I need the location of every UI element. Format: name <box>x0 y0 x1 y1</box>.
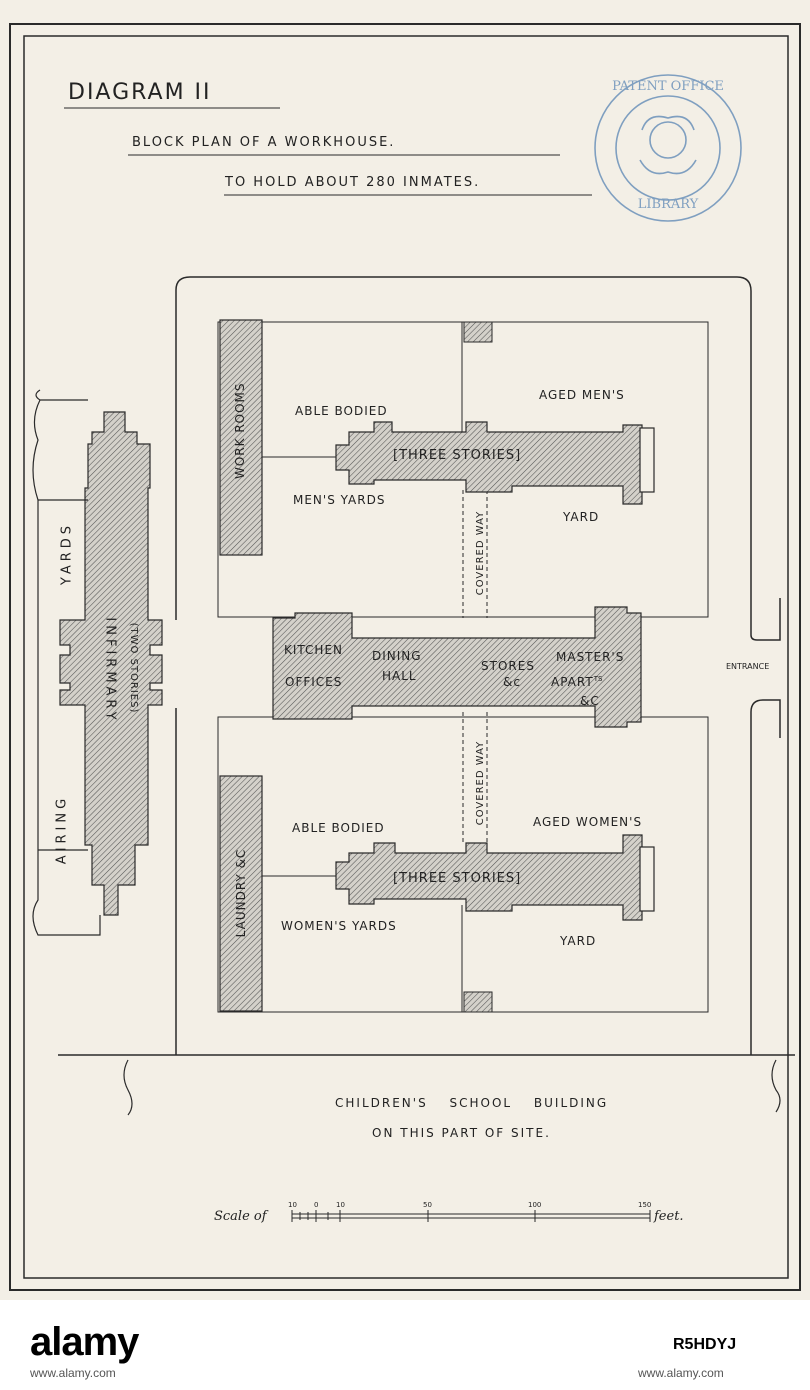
image-id: R5HDYJ <box>673 1336 737 1353</box>
site-edge-left <box>123 1059 133 1116</box>
scale-tick-50: 50 <box>423 1201 432 1209</box>
scale-bar <box>291 1210 651 1222</box>
hall-label: HALL <box>382 669 417 683</box>
two-stories-label: (TWO STORIES) <box>128 622 139 714</box>
inner-border <box>23 35 789 1279</box>
central-block <box>272 606 642 728</box>
offices-label: OFFICES <box>285 675 343 689</box>
work-rooms-block <box>219 319 263 556</box>
covered-way-bottom-label: COVERED WAY <box>475 740 486 826</box>
infirmary-label: INFIRMARY <box>102 617 118 724</box>
watermark-footer <box>0 1300 810 1390</box>
outer-border <box>9 23 801 1291</box>
mens-outbuilding <box>463 321 493 343</box>
entrance-label: ENTRANCE <box>726 662 770 671</box>
stamp-bottom-text: LIBRARY <box>638 197 699 212</box>
kitchen-label: KITCHEN <box>284 643 343 657</box>
mens-yards-label: MEN'S YARDS <box>293 493 386 507</box>
womens-yard-enclosure <box>217 716 709 1013</box>
boundary-wall <box>175 276 781 641</box>
footer-url-right: www.alamy.com <box>638 1366 724 1380</box>
laundry-block <box>219 775 263 1012</box>
block-plan-drawing: PATENT OFFICE LIBRARY <box>9 23 801 1291</box>
masters-label: MASTER'S <box>556 650 625 664</box>
womens-yards-label: WOMEN'S YARDS <box>281 919 397 933</box>
covered-way-top-label: COVERED WAY <box>475 510 486 596</box>
aged-womens-label: AGED WOMEN'S <box>533 815 643 829</box>
work-rooms-label: WORK ROOMS <box>233 382 247 479</box>
diagram-title: DIAGRAM II <box>68 80 212 105</box>
mens-wing-porch <box>639 427 655 493</box>
womens-outbuilding <box>463 991 493 1013</box>
three-stories-men-label: [THREE STORIES] <box>393 448 522 463</box>
infirmary-block <box>59 411 163 916</box>
footer-url-left: www.alamy.com <box>30 1366 116 1380</box>
stores-label: STORES <box>481 659 535 673</box>
childrens-school-line1: CHILDREN'S SCHOOL BUILDING <box>335 1096 609 1110</box>
womens-wing-porch <box>639 846 655 912</box>
scale-tick-100: 100 <box>528 1201 542 1209</box>
childrens-school-line2: ON THIS PART OF SITE. <box>372 1126 551 1140</box>
laundry-label: LAUNDRY &C <box>234 848 248 938</box>
scale-tick-10: 10 <box>336 1201 345 1209</box>
yards-left-label: YARDS <box>59 521 75 586</box>
aparts-label: APARTTS <box>551 675 603 689</box>
able-bodied-men-label: ABLE BODIED <box>295 404 388 418</box>
mens-wing <box>335 421 643 505</box>
stamp-top-text: PATENT OFFICE <box>612 79 724 94</box>
diagram-plate: PATENT OFFICE LIBRARY DIAGRAM II BLOCK P… <box>0 0 810 1300</box>
plan-subtitle: BLOCK PLAN OF A WORKHOUSE. <box>132 135 396 150</box>
airing-yard-outline <box>32 389 101 936</box>
three-stories-women-text: THREE STORIES <box>399 871 516 886</box>
scale-tick-150: 150 <box>638 1201 652 1209</box>
aged-mens-label: AGED MEN'S <box>539 388 625 402</box>
three-stories-women-label: [THREE STORIES] <box>393 871 522 886</box>
womens-wing <box>335 834 643 921</box>
aparts-superscript: TS <box>593 675 603 683</box>
airing-label: AIRING <box>54 794 70 865</box>
three-stories-men-text: THREE STORIES <box>399 448 516 463</box>
dining-label: DINING <box>372 649 422 663</box>
boundary-wall-lower <box>175 699 781 1055</box>
brand-logo: alamy <box>30 1320 139 1364</box>
yard-men-label: YARD <box>563 510 600 524</box>
masters-etc-label: &C <box>580 694 600 708</box>
able-bodied-women-label: ABLE BODIED <box>292 821 385 835</box>
scale-suffix: feet. <box>654 1209 684 1224</box>
patent-office-stamp: PATENT OFFICE LIBRARY <box>594 74 742 222</box>
capacity-line: TO HOLD ABOUT 280 INMATES. <box>225 175 481 190</box>
aparts-text: APART <box>551 675 594 689</box>
site-edge-right <box>771 1059 781 1113</box>
stores-etc-label: &c <box>503 675 521 689</box>
yard-women-label: YARD <box>560 934 597 948</box>
scale-tick-0: 0 <box>314 1201 319 1209</box>
scale-prefix: Scale of <box>214 1209 267 1224</box>
scale-tick-10-left: 10 <box>288 1201 297 1209</box>
